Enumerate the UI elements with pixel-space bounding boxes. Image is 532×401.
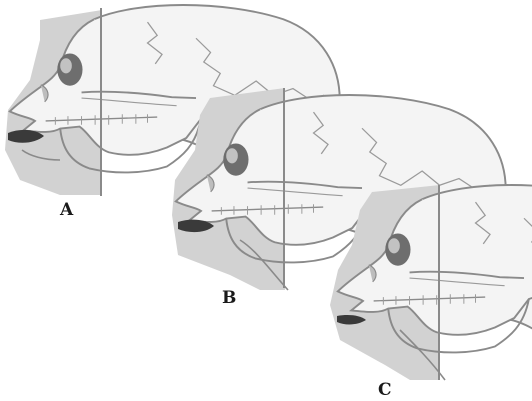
skull-panel-c bbox=[330, 185, 532, 380]
panel-label-c: C bbox=[378, 382, 392, 399]
panel-label-b: B bbox=[222, 290, 236, 307]
panel-label-a: A bbox=[60, 202, 73, 219]
